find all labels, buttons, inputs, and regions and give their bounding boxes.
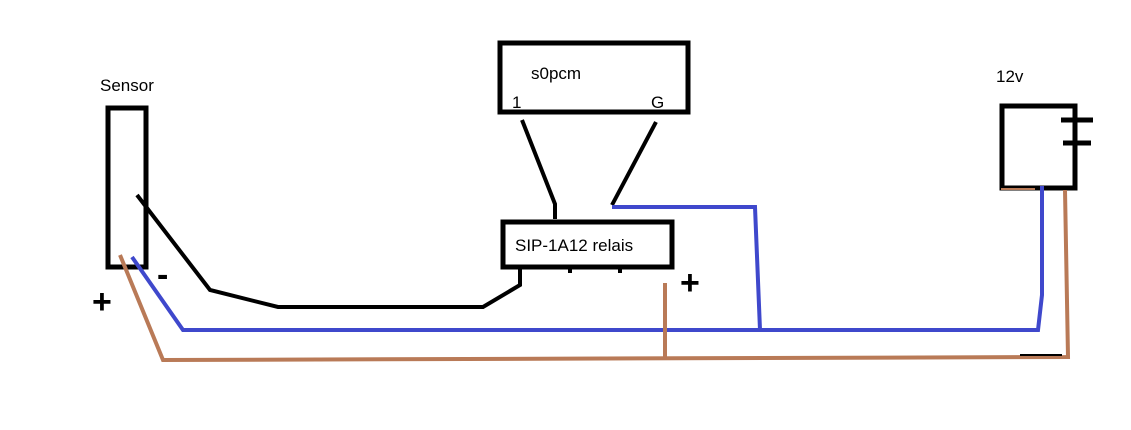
wire-s0pcm-1 — [520, 119, 557, 219]
supply-label: 12v — [996, 67, 1024, 86]
relay-plus-sign: + — [680, 264, 700, 302]
sensor-minus-sign: - — [157, 256, 169, 294]
s0pcm-pin-1-label: 1 — [512, 93, 522, 112]
s0pcm-pin-g-label: G — [651, 93, 665, 112]
wire-sensor-signal — [135, 193, 522, 309]
supply-box — [999, 103, 1078, 191]
wire-s0pcm-g — [610, 121, 658, 206]
wire-positive-main — [118, 189, 1071, 363]
s0pcm-box — [497, 40, 691, 115]
wire-negative-main — [130, 186, 1044, 332]
wire-negative-relay — [612, 205, 762, 331]
sensor-box — [105, 105, 149, 270]
relay-label: SIP-1A12 relais — [515, 236, 634, 255]
sensor-label: Sensor — [100, 76, 154, 95]
sensor-plus-sign: + — [92, 283, 112, 321]
relay-box — [500, 219, 675, 270]
s0pcm-label: s0pcm — [531, 64, 582, 83]
